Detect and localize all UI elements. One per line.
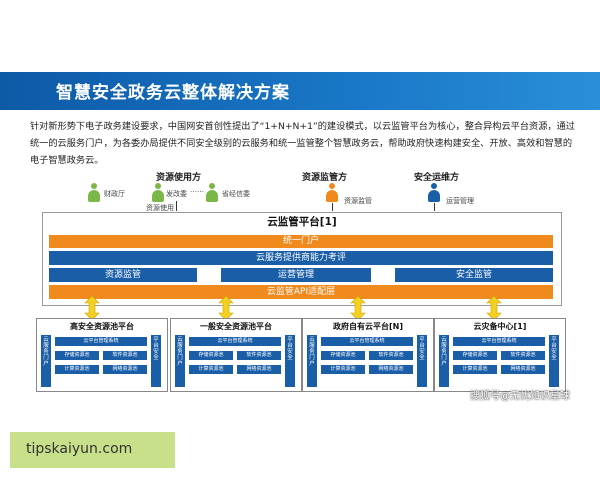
- member-1: 发改委: [166, 190, 187, 198]
- api-adapter-layer: 云监管API适配层: [49, 285, 553, 299]
- pool-portal-label: 云服务门户: [175, 335, 185, 387]
- site-badge: tipskaiyun.com: [10, 432, 175, 468]
- pool-cell: 计算资源池: [321, 365, 365, 374]
- pool-title: 一般安全资源池平台: [200, 322, 272, 331]
- pool-mgmt: 云平台管理系统: [55, 337, 147, 346]
- module-resource-supervise: 资源监管: [49, 268, 197, 282]
- action-ops-manage: 运营管理: [446, 197, 474, 205]
- pool-mgmt: 云平台管理系统: [189, 337, 281, 346]
- module-ops-manage: 运营管理: [221, 268, 371, 282]
- pool-portal-label: 云服务门户: [307, 335, 317, 387]
- pool-cell: 软件资源池: [501, 351, 545, 360]
- pool-cell: 软件资源池: [103, 351, 147, 360]
- pool-cell: 网络资源池: [369, 365, 413, 374]
- user-person-icon: [206, 183, 218, 203]
- cloud-supervision-platform: 云监管平台[1] 统一门户 云服务提供商能力考评 资源监管 运营管理 安全监管 …: [42, 212, 562, 306]
- pool-cell: 存储资源池: [55, 351, 99, 360]
- pool-disaster-recovery: 云灾备中心[1] 云服务门户 平台安全 云平台管理系统 存储资源池 软件资源池 …: [434, 318, 566, 392]
- pool-cell: 软件资源池: [369, 351, 413, 360]
- pool-title: 政府自有云平台[N]: [332, 322, 403, 331]
- user-person-icon: [88, 183, 100, 203]
- pool-cell: 网络资源池: [501, 365, 545, 374]
- pool-high-security: 高安全资源池平台 云服务门户 平台安全 云平台管理系统 存储资源池 软件资源池 …: [36, 318, 168, 392]
- pool-gov-cloud: 政府自有云平台[N] 云服务门户 平台安全 云平台管理系统 存储资源池 软件资源…: [302, 318, 434, 392]
- pool-security-label: 平台安全: [549, 335, 559, 387]
- pool-portal-label: 云服务门户: [439, 335, 449, 387]
- member-2: ……: [190, 186, 204, 194]
- action-resource-supervise: 资源监管: [344, 197, 372, 205]
- connector-line: [176, 201, 177, 211]
- pool-cell: 存储资源池: [453, 351, 497, 360]
- pool-cell: 存储资源池: [321, 351, 365, 360]
- page-title: 智慧安全政务云整体解决方案: [56, 83, 290, 103]
- pool-portal-label: 云服务门户: [41, 335, 51, 387]
- pool-cell: 计算资源池: [453, 365, 497, 374]
- pool-title: 高安全资源池平台: [70, 322, 134, 331]
- pool-security-label: 平台安全: [417, 335, 427, 387]
- ops-person-icon: [428, 183, 440, 203]
- connector-line: [332, 203, 333, 211]
- user-person-icon: [152, 183, 164, 203]
- pool-security-label: 平台安全: [285, 335, 295, 387]
- member-3: 省经信委: [222, 190, 250, 198]
- double-arrow-icon: [84, 296, 100, 320]
- intro-text: 针对新形势下电子政务建设要求，中国网安首创性提出了“1+N+N+1”的建设模式，…: [30, 121, 575, 166]
- supervisor-person-icon: [326, 183, 338, 203]
- role-resource-supervisor-title: 资源监管方: [302, 173, 348, 183]
- pool-cell: 计算资源池: [189, 365, 233, 374]
- member-0: 财政厅: [104, 190, 125, 198]
- connector-line: [434, 203, 435, 211]
- pool-cell: 网络资源池: [103, 365, 147, 374]
- watermark: 搜狐号@无忧知识星球: [470, 391, 570, 402]
- role-resource-user-title: 资源使用方: [156, 173, 202, 183]
- service-evaluation: 云服务提供商能力考评: [49, 251, 553, 265]
- platform-title: 云监管平台[1]: [267, 216, 337, 228]
- pool-general-security: 一般安全资源池平台 云服务门户 平台安全 云平台管理系统 存储资源池 软件资源池…: [170, 318, 302, 392]
- role-security-ops-title: 安全运维方: [414, 173, 460, 183]
- pool-cell: 存储资源池: [189, 351, 233, 360]
- double-arrow-icon: [486, 296, 502, 320]
- title-banner: 智慧安全政务云整体解决方案: [0, 72, 600, 110]
- pool-mgmt: 云平台管理系统: [453, 337, 545, 346]
- pool-cell: 软件资源池: [237, 351, 281, 360]
- double-arrow-icon: [218, 296, 234, 320]
- pool-cell: 计算资源池: [55, 365, 99, 374]
- site-url: tipskaiyun.com: [26, 441, 133, 457]
- pool-mgmt: 云平台管理系统: [321, 337, 413, 346]
- pool-title: 云灾备中心[1]: [473, 322, 527, 331]
- action-resource-use: 资源使用: [146, 204, 174, 212]
- pool-cell: 网络资源池: [237, 365, 281, 374]
- double-arrow-icon: [350, 296, 366, 320]
- pool-security-label: 平台安全: [151, 335, 161, 387]
- unified-portal: 统一门户: [49, 235, 553, 248]
- module-security-supervise: 安全监管: [395, 268, 553, 282]
